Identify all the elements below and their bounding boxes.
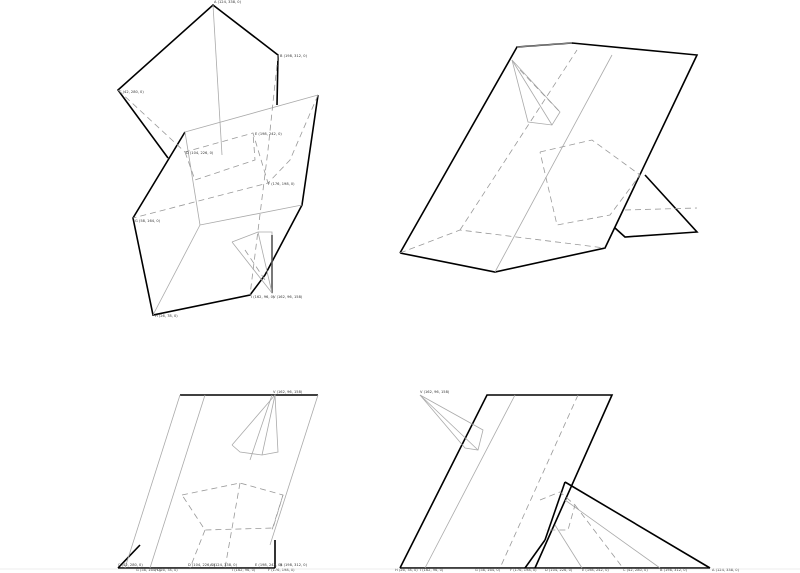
label-g: G (58, 164, 0) <box>135 219 161 223</box>
label-d: D (104, 226, 0) <box>545 568 573 572</box>
label-h: H (26, 78, 0) <box>395 568 418 572</box>
label-a: A (124, 338, 0) <box>214 0 242 4</box>
label-c: C (42, 280, 0) <box>119 90 144 94</box>
label-b: B (198, 312, 0) <box>280 563 308 567</box>
label-e: E (198, 242, 0) <box>582 568 609 572</box>
side-view: H (26, 78, 0) I (162, 96, 0) G (58, 164,… <box>395 390 740 572</box>
label-h: H (26, 78, 0) <box>155 314 178 318</box>
label-v: V (162, 96, 158) <box>273 295 303 299</box>
label-c: C (42, 280, 0) <box>118 563 143 567</box>
label-i: I (162, 96, 0) <box>420 568 444 572</box>
perspective-view: A (124, 338, 0) B (198, 312, 0) C (42, 2… <box>116 0 319 318</box>
label-v: V (162, 96, 158) <box>273 390 303 394</box>
label-b: B (198, 312, 0) <box>280 54 308 58</box>
label-b: B (198, 312, 0) <box>660 568 688 572</box>
label-e: E (198, 242, 0) <box>255 132 282 136</box>
label-f: F (176, 198, 0) <box>510 568 537 572</box>
label-d: D (104, 226, 0) <box>188 563 216 567</box>
label-g: G (58, 164, 0) <box>136 568 162 572</box>
label-h: H (26, 78, 0) <box>155 568 178 572</box>
label-e: E (198, 242, 0) <box>255 563 282 567</box>
label-g: G (58, 164, 0) <box>475 568 501 572</box>
label-a: A (124, 338, 0) <box>210 563 238 567</box>
oblique-view <box>399 42 699 273</box>
label-a: A (124, 338, 0) <box>712 568 740 572</box>
label-f: F (176, 198, 0) <box>268 182 295 186</box>
label-i: I (162, 96, 0) <box>232 568 256 572</box>
label-d: D (104, 226, 0) <box>186 151 214 155</box>
label-v: V (162, 96, 158) <box>420 390 450 394</box>
front-view: C (42, 280, 0) G (58, 164, 0) H (26, 78,… <box>117 390 319 572</box>
label-c: C (42, 280, 0) <box>623 568 648 572</box>
label-f: F (176, 198, 0) <box>268 568 295 572</box>
label-i: I (162, 96, 0) <box>251 295 275 299</box>
